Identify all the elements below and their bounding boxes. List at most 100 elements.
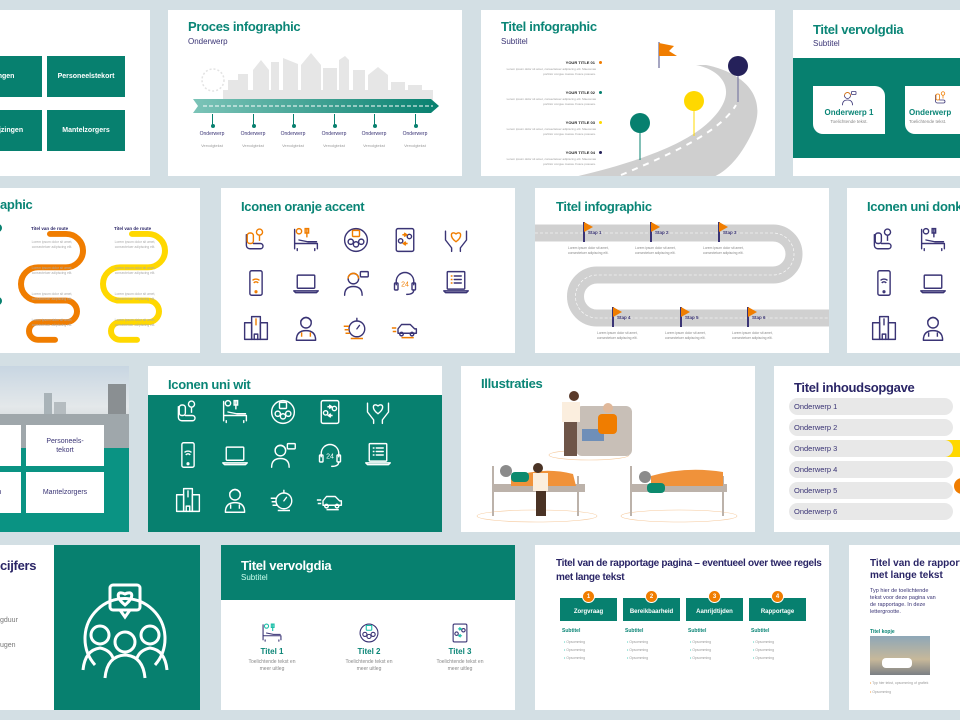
- slide-thumbnail-icons-orange[interactable]: Iconen oranje accent 24: [221, 188, 515, 353]
- step-label: Stap 1: [588, 230, 602, 235]
- heart-hands-icon: [364, 398, 392, 426]
- step-connector: [334, 114, 335, 126]
- toc-item[interactable]: Onderwerp 1: [789, 398, 953, 415]
- step-text: Vervolgtekst: [242, 143, 264, 148]
- slide-thumbnail-road-infographic[interactable]: Titel infographic Subtitel YOUR TITLE 01…: [481, 10, 775, 176]
- step-dot: [251, 124, 256, 128]
- item-text: Toelichtende tekst en meer uitleg: [248, 659, 296, 672]
- support-agent-icon: [269, 441, 297, 469]
- item-text: Toelichtende tekst en meer uitleg: [436, 659, 484, 672]
- slide-title: Titel vervolgdia: [813, 22, 904, 37]
- slide-title: Proces infographic: [188, 19, 301, 34]
- doctor-icon: [919, 314, 947, 342]
- hospital-bed-icon: [221, 398, 249, 426]
- route-text: Lorem ipsum dolor sit amet, consectetuer…: [31, 318, 73, 327]
- laptop-checklist-icon: [442, 269, 470, 297]
- column-subtitle: Subtitel: [562, 628, 581, 634]
- slide-thumbnail-rapportage[interactable]: Titel van de rapportage pagina – eventue…: [535, 545, 829, 710]
- caption-title: Titel kopje: [870, 629, 895, 635]
- phone-wifi-icon: [174, 441, 202, 469]
- hospital-bed-icon: [292, 226, 320, 254]
- topic-box: Personeels-tekort: [26, 425, 104, 466]
- slide-title: Titel infographic: [501, 19, 597, 34]
- slide-thumbnail-photo-boxes[interactable]: en Personeels-tekort gen Mantelzorgers: [0, 366, 129, 532]
- topic-box: Mantelzorgers: [26, 472, 104, 513]
- road-item-title: YOUR TITLE 04: [565, 150, 595, 155]
- step-text: Vervolgtekst: [363, 143, 385, 148]
- step-dot: [332, 124, 337, 128]
- road-item-text: Lorem ipsum dolor sit amet, consectetuer…: [506, 97, 596, 106]
- orange-accent: [954, 478, 960, 494]
- column-subtitle: Subtitel: [751, 628, 770, 634]
- road-item-text: Lorem ipsum dolor sit amet, consectetuer…: [506, 127, 596, 136]
- slide-thumbnail-toc[interactable]: Titel inhoudsopgave Onderwerp 1 Onderwerp…: [774, 366, 960, 532]
- step-text: Lorem ipsum dolor sit amet, consectetuer…: [732, 331, 773, 340]
- headset-24-7-icon: 24: [316, 441, 344, 469]
- step-label: Stap 2: [655, 230, 669, 235]
- road-item-dot: [599, 91, 602, 94]
- slide-thumbnail-icons-dark[interactable]: Iconen uni donke: [847, 188, 960, 353]
- support-agent-icon: [841, 90, 857, 106]
- toc-item[interactable]: Onderwerp 6: [789, 503, 953, 520]
- step-label: Stap 3: [723, 230, 737, 235]
- slide-title: aphic: [0, 197, 33, 212]
- category-box: Zorgvraag: [560, 598, 617, 621]
- column-subtitle: Subtitel: [688, 628, 707, 634]
- bullet: Opsomming: [870, 688, 891, 696]
- toc-item[interactable]: Onderwerp 5: [789, 482, 953, 499]
- slide-subtitle: Subtitel: [501, 37, 528, 46]
- winding-road: [535, 224, 829, 327]
- route-text: Lorem ipsum dolor sit amet, consectetuer…: [114, 266, 156, 275]
- flag-pole: [583, 222, 585, 242]
- skyline-illustration: [201, 53, 433, 100]
- toc-item[interactable]: Onderwerp 3: [789, 440, 953, 457]
- slide-thumbnail-icons-white[interactable]: Iconen uni wit 24: [148, 366, 442, 532]
- step-connector: [212, 114, 213, 126]
- slide-title: Titel inhoudsopgave: [794, 380, 915, 395]
- topic-box: Personeelstekort: [47, 56, 125, 97]
- slide-thumbnail-boxes[interactable]: edingen Personeelstekort rwijzingen Mant…: [0, 10, 150, 176]
- step-dot: [291, 124, 296, 128]
- slide-title: Titel vervolgdia: [241, 558, 332, 573]
- text-line: gduur: [0, 617, 18, 624]
- step-number: 1: [582, 590, 595, 603]
- item-text: Toelichtende tekst en meer uitleg: [345, 659, 393, 672]
- slide-title: Iconen oranje accent: [241, 199, 365, 214]
- bullet: Opsomming: [564, 654, 585, 662]
- step-dot: [372, 124, 377, 128]
- slide-thumbnail-illustrations[interactable]: Illustraties: [461, 366, 755, 532]
- bullet: Opsomming: [627, 654, 648, 662]
- topic-box: edingen: [0, 56, 42, 97]
- slide-title: cijfers: [0, 558, 37, 573]
- slide-thumbnail-rapportage-2[interactable]: Titel van de rapportage met lange tekst …: [849, 545, 960, 710]
- slide-title: Iconen uni wit: [168, 377, 251, 392]
- stopwatch-icon: [342, 314, 370, 342]
- teal-header: [221, 545, 515, 600]
- route-text: Lorem ipsum dolor sit amet, consectetuer…: [114, 318, 156, 327]
- toc-item[interactable]: Onderwerp 2: [789, 419, 953, 436]
- heart-hands-icon: [442, 226, 470, 254]
- step-label: Onderwerp: [199, 131, 225, 137]
- car-icon: [391, 314, 419, 342]
- category-box: Bereikbaarheid: [623, 598, 680, 621]
- card-title: Onderwerp: [909, 108, 952, 117]
- timeline-arrow: [193, 99, 439, 113]
- road-item-dot: [599, 121, 602, 124]
- svg-text:24: 24: [326, 454, 334, 461]
- route-title: Titel van de route: [31, 226, 69, 231]
- step-label: Stap 6: [752, 315, 766, 320]
- slide-thumbnail-cijfers[interactable]: cijfers gduur ugen: [0, 545, 200, 710]
- blood-pressure-icon: [933, 90, 949, 106]
- hospital-icon: [242, 314, 270, 342]
- step-label: Onderwerp: [402, 131, 428, 137]
- category-box: Aanrijdtijden: [686, 598, 743, 621]
- laptop-icon: [919, 269, 947, 297]
- toc-item[interactable]: Onderwerp 4: [789, 461, 953, 478]
